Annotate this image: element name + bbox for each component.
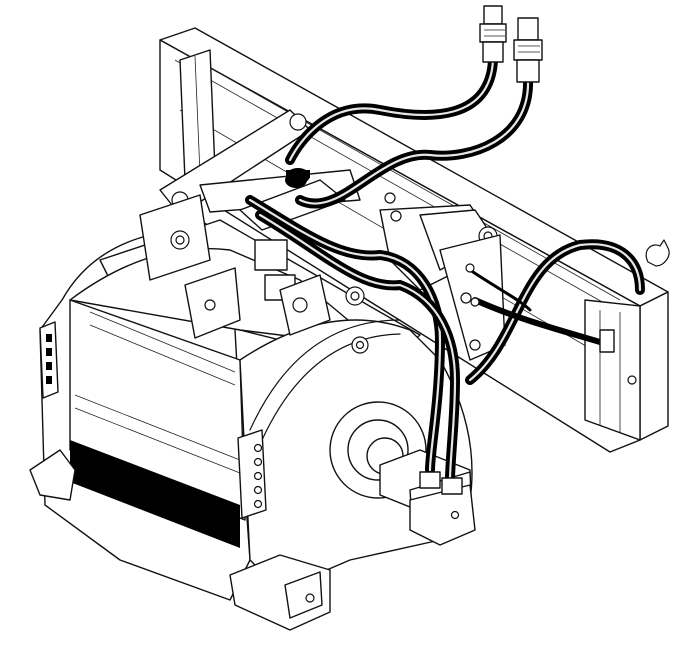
hose-fitting-right — [513, 17, 543, 83]
oil-filler-cap — [286, 168, 310, 184]
left-bolt-strip — [39, 321, 59, 399]
hose-fitting-left — [479, 5, 507, 63]
hydraulic-hoses — [245, 55, 645, 485]
right-bolt-strip — [237, 429, 267, 519]
brush-strip — [70, 440, 240, 548]
left-foot — [29, 449, 76, 501]
motor-fittings — [419, 263, 615, 495]
bottom-foot — [229, 554, 331, 631]
